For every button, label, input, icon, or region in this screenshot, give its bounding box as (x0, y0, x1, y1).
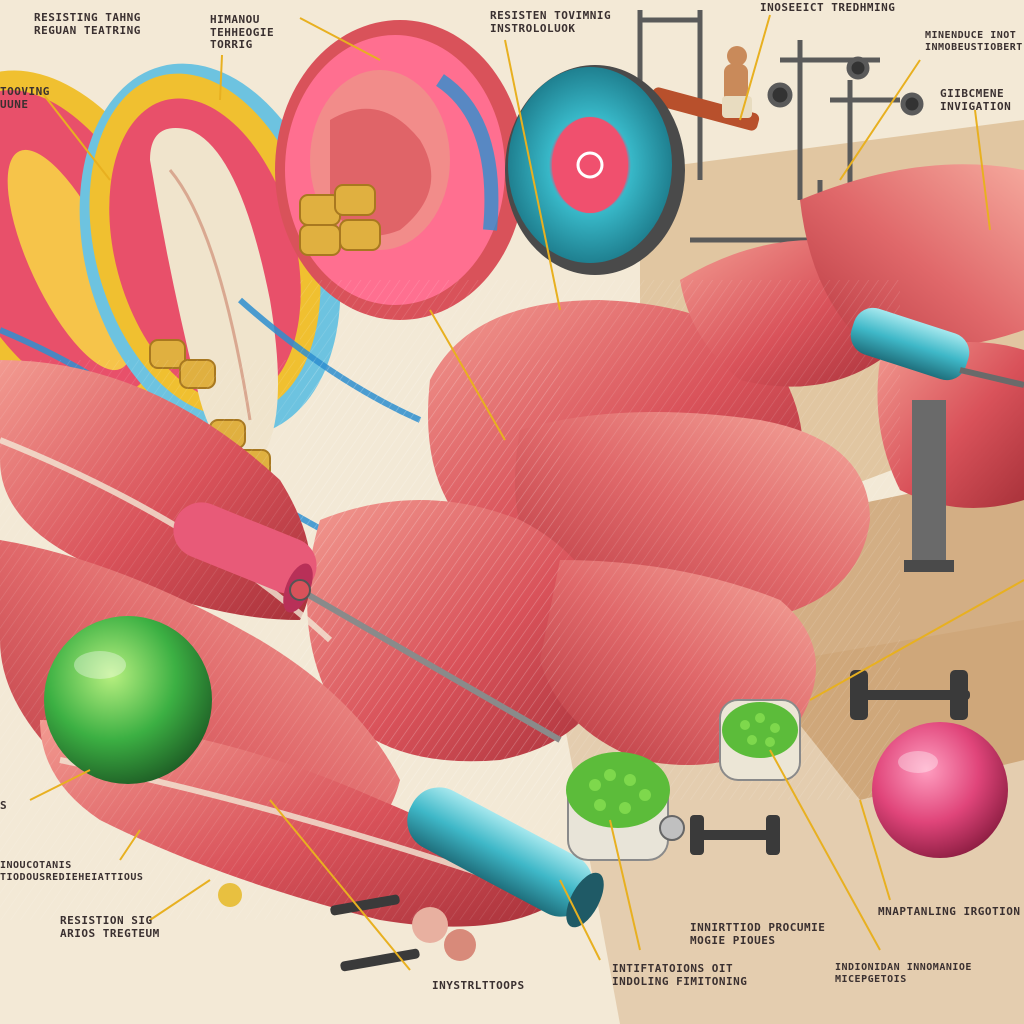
label-top-right: INOSEEICT TREDHMING (760, 1, 896, 14)
label-top-left: RESISTING TAHNG REGUAN TEATRING (34, 11, 141, 37)
tissue-slice-center (275, 20, 525, 320)
label-top-center: RESISTEN TOVIMNIG INSTROLOLUOK (490, 9, 612, 35)
label-left-lower: INOUCOTANIS TIODOUSREDIEHEIATTIOUS (0, 860, 144, 883)
label-small-left: S (0, 799, 8, 812)
muscle-cross-section-disc (505, 65, 685, 275)
green-medicine-ball (44, 616, 212, 784)
label-right-lower: MNAPTANLING IRGOTION (878, 905, 1021, 918)
label-bottom-mid: INTIFTATOIONS OIT INDOLING FIMITONING (612, 962, 748, 988)
label-bottom-right-mid: INNIRTTIOD PROCUMIE MOGIE PIOUES (690, 921, 826, 947)
teal-gym-bar (850, 307, 1024, 572)
pea-bowl-right (719, 699, 801, 781)
pink-medicine-ball (872, 722, 1008, 858)
teal-foam-roller (407, 787, 604, 928)
label-left-edge: TOOVING UUNE (0, 85, 50, 111)
label-top-center-left: HIMANOU TEHHEOGIE TORRIG (210, 13, 275, 52)
dumbbells (330, 670, 970, 972)
label-bottom-right: INDIONIDAN INNOMANIOE MICEPGETOIS (835, 962, 972, 985)
metal-rod (289, 579, 562, 743)
label-right-middle: GIIBCMENE INVIGATION (940, 87, 1012, 113)
small-items (218, 815, 685, 961)
label-bottom-center: INYSTRLTTOOPS (432, 979, 525, 992)
athlete-figure (650, 46, 760, 131)
label-right-upper: MINENDUCE INOT INMOBEUSTIOBERT (925, 30, 1023, 53)
leader-lines (29, 14, 1024, 971)
label-left-bottom: RESISTION SIG ARIOS TREGTEUM (60, 914, 160, 940)
pea-bowl-center (566, 752, 670, 861)
